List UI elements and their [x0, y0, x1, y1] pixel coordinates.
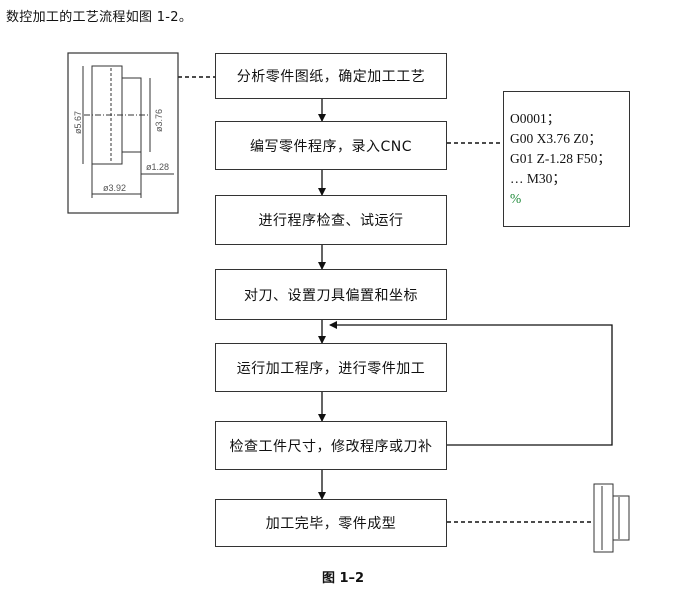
- code-line-1: O0001；: [510, 111, 561, 126]
- step-check-program: 进行程序检查、试运行: [215, 195, 447, 245]
- step-run-machining: 运行加工程序，进行零件加工: [215, 343, 447, 392]
- feedback-loop-line: [329, 321, 613, 446]
- step-tool-setting: 对刀、设置刀具偏置和坐标: [215, 269, 447, 320]
- figure-caption: 图 1–2: [321, 571, 365, 586]
- program-code-panel: O0001； G00 X3.76 Z0； G01 Z-1.28 F50； … M…: [503, 91, 630, 227]
- code-line-3: G01 Z-1.28 F50；: [510, 151, 611, 166]
- code-line-4: … M30；: [510, 171, 566, 186]
- part-drawing-frame: [67, 52, 179, 214]
- intro-text: 数控加工的工艺流程如图 1-2。: [6, 10, 193, 25]
- step-inspect-part: 检查工件尺寸，修改程序或刀补: [215, 421, 447, 470]
- step-finished: 加工完毕，零件成型: [215, 499, 447, 547]
- dim-total-length: ø3.92: [103, 183, 127, 193]
- dim-outer-diameter: ø5.67: [73, 110, 83, 134]
- part-drawing: [82, 65, 174, 198]
- code-line-2: G00 X3.76 Z0；: [510, 131, 602, 146]
- dim-step-length: ø1.28: [146, 162, 170, 172]
- dim-inner-diameter: ø3.76: [154, 108, 164, 132]
- step-write-program: 编写零件程序，录入CNC: [215, 121, 447, 170]
- code-line-5: %: [510, 191, 522, 206]
- step-analyze-drawing: 分析零件图纸，确定加工工艺: [215, 53, 447, 99]
- finished-part-sketch: [593, 483, 630, 553]
